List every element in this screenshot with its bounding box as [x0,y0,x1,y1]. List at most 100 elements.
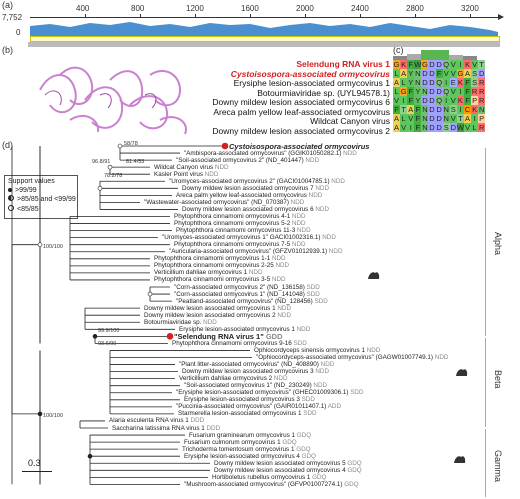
motif-label: GDQ [345,459,362,467]
tree-taxon-label: Phytophthora cinnamomi ormycovirus 7-5 N… [174,241,306,248]
motif-label: NDD [327,248,343,256]
taxon-name: Erysiphe lesion-associated ormycovirus 1 [179,325,295,333]
residue-cell: A [393,114,401,123]
motif-label: NDD [306,191,323,199]
legend-item-3: <85/85 [17,205,39,213]
coverage-tick-label: 2400 [351,4,369,13]
coverage-tick [140,14,141,18]
tree-taxon-label: "Soil-associated ormycovirus 2" (ND_4014… [176,157,319,164]
residue-cell: A [393,78,401,87]
residue-cell: S [442,123,450,132]
taxon-name: Verticillium dahliae ormycovirus 2 [179,375,273,383]
tree-taxon-label: Phytophthora cinnamomi ormycovirus 4-1 N… [174,213,306,220]
coverage-tick [250,14,251,18]
motif-label: NDD [313,205,329,213]
motif-label: NDD [275,311,291,319]
motif-label: GDQ [294,445,311,453]
taxon-name: Downy mildew lesion associated ormycovir… [144,304,276,312]
residue-cell: I [456,87,464,96]
motif-label: NDD [213,163,229,171]
residue-cell: N [421,87,429,96]
residue-cell: S [449,105,457,114]
residue-cell: I [456,105,464,114]
motif-label: NDD [318,361,335,369]
tree-taxon-label: Phytophthora cinnamomi ormycovirus 3-5 N… [154,276,286,283]
residue-cell: R [478,96,486,105]
residue-cell: A [463,114,472,123]
tree-taxon-label: Saccharina latissima RNA virus 1 DDD [112,425,220,432]
residue-cell: K [471,105,479,114]
taxon-name: Fusarium culmorum ormycovirus 1 [184,438,281,446]
residue-cell: K [456,78,464,87]
residue-cell: V [407,114,415,123]
alignment-virus-name: Cystoisospora-associated ormycovirus [230,68,390,79]
coverage-tick-label: 800 [131,4,145,13]
fungus-silhouette-icon [454,456,466,463]
legend-item-1: >99/99 [15,186,37,194]
highlight-node-icon [166,333,174,340]
residue-cell: P [471,96,479,105]
motif-label: NDD [203,170,219,178]
motif-label: NDD [272,375,288,383]
taxon-name: Phytophthora cinnamomi ormycovirus 11-3 [176,227,296,235]
residue-cell: L [400,114,408,123]
coverage-tick-label: 1600 [241,4,259,13]
taxon-name: Downy mildew lesion associated ormycovir… [182,205,314,213]
residue-cell: D [428,96,436,105]
fungus-silhouette-icon [456,369,468,376]
tree-taxon-label: Erysiphe lesion-associated ormycovirus 1… [179,326,310,333]
residue-cell: I [407,123,415,132]
coverage-tick [470,14,471,18]
taxon-name: Alaria esculenta RNA virus 1 [109,417,189,425]
residue-cell: G [456,69,464,78]
tree-taxon-label: "Soil-associated ormycovirus 1" (ND_2302… [184,382,327,389]
residue-cell: F [435,69,443,78]
panel-label-b: (b) [2,45,13,55]
highlight-node-icon [221,142,229,150]
alignment-virus-name: Areca palm yellow leaf-associated ormyco… [213,106,390,117]
tree-taxon-label: "Erysiphe lesion-associated ormycovirus"… [176,389,364,396]
alignment-virus-name: Wildcat Canyon virus [310,116,390,126]
node-support-label: 99.9/100 [98,328,120,335]
tree-taxon-label: Verticillium dahliae ormycovirus 1 NDD [154,269,263,276]
residue-cell: A [400,69,408,78]
orf-bar [28,42,500,47]
support-node-icon [117,143,123,149]
residue-cell: D [428,87,436,96]
taxon-name: Wildcat Canyon virus [154,163,214,171]
node-support-label: 81.4/53 [126,159,145,166]
taxon-name: Areca palm yellow leaf-associated ormyco… [176,191,307,199]
residue-cell: V [400,123,408,132]
motif-label: NDD [303,156,320,164]
node-support-label: 96.8/91 [92,159,111,166]
residue-cell: K [463,60,472,69]
motif-label: GDQ [280,438,297,446]
residue-cell: F [407,60,415,69]
motif-label: SDD [299,396,315,404]
taxon-name: Fusarium graminearum ormycovirus 1 [189,431,296,439]
residue-cell: N [414,69,422,78]
node-support-label: 78.2/78 [104,173,123,180]
tree-taxon-label: Phytophthora cinnamomi ormycovirus 2-25 … [154,262,289,269]
motif-label: NDD [290,213,306,220]
taxon-name: Phytophthora cinnamomi ormycovirus 1-1 [154,255,271,263]
residue-cell: T [456,114,464,123]
residue-cell: D [435,60,443,69]
residue-cell: F [463,87,472,96]
support-node-icon [87,453,93,459]
taxon-name: Downy mildew lesion associated ormycovir… [214,459,346,467]
panel-label-c: (c) [393,45,404,55]
residue-cell: V [449,60,457,69]
residue-cell: Y [414,87,422,96]
motif-label: ADD [326,403,342,411]
tree-taxon-label: Erysiphe lesion-associated ormycovirus 4… [184,453,316,460]
half-circle-icon [8,195,14,201]
residue-cell: V [449,114,457,123]
residue-cell: L [393,87,401,96]
tree-taxon-label: Downy mildew lesion associated ormycovir… [182,185,329,192]
support-node-icon [107,164,113,170]
taxon-name: Phytophthora cinnamomi ormycovirus 7-5 [174,241,291,249]
